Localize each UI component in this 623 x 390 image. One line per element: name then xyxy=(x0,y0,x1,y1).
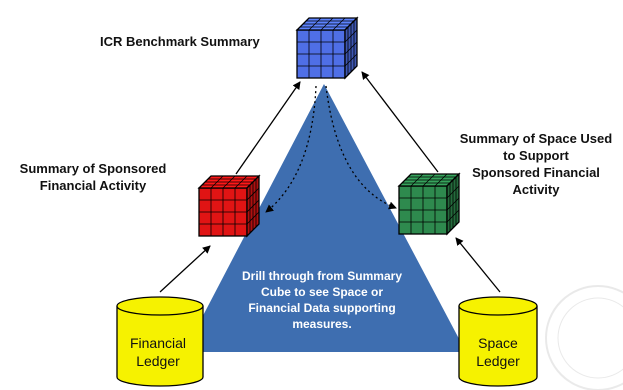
benchmark-summary-text: ICR Benchmark Summary xyxy=(100,34,260,49)
arrow-space-to-spaceused xyxy=(455,237,501,293)
cube-grid-line xyxy=(344,53,358,67)
arrow-spaceused-to-benchmark xyxy=(361,71,439,173)
benchmark-summary-label: ICR Benchmark Summary xyxy=(100,33,300,50)
arrow-financial-to-sponsored xyxy=(159,245,211,293)
space-ledger-line: Ledger xyxy=(476,353,520,369)
cube-grid-line xyxy=(246,199,260,213)
space-used-line: Summary of Space Used xyxy=(459,131,613,146)
arrow-sponsored-to-benchmark xyxy=(235,81,301,175)
cube-grid-line xyxy=(246,211,260,225)
space-ledger-line: Space xyxy=(478,335,518,351)
drill-through-caption: Drill through from Summary Cube to see S… xyxy=(232,268,412,332)
financial-ledger-label: Financial Ledger xyxy=(118,334,198,370)
drill-through-line: measures. xyxy=(292,317,352,331)
space-used-cube xyxy=(397,172,461,236)
drill-through-line: Drill through from Summary xyxy=(241,269,402,283)
drill-curve-left xyxy=(265,85,317,213)
financial-ledger-line: Financial xyxy=(129,335,187,351)
drill-through-triangle xyxy=(184,84,466,352)
space-ledger-cylinder xyxy=(458,296,538,387)
drill-through-line: Financial Data supporting xyxy=(248,301,396,315)
cube-grid-line xyxy=(446,209,460,223)
sponsored-financial-line: Financial Activity xyxy=(39,178,147,193)
cube-grid-line xyxy=(234,175,248,189)
financial-ledger-line: Ledger xyxy=(136,353,180,369)
cube-grid-line xyxy=(332,17,346,31)
cube-grid-line xyxy=(446,197,460,211)
space-used-label: Summary of Space Used to Support Sponsor… xyxy=(452,130,620,198)
drill-through-line: Cube to see Space or xyxy=(260,285,384,299)
space-used-line: to Support xyxy=(503,148,569,163)
cube-grid-line xyxy=(344,41,358,55)
space-used-line: Sponsored Financial xyxy=(472,165,600,180)
cube-grid-line xyxy=(434,173,448,187)
space-ledger-label: Space Ledger xyxy=(462,334,534,370)
sponsored-financial-line: Summary of Sponsored xyxy=(19,161,167,176)
benchmark-summary-cube xyxy=(295,16,359,80)
sponsored-financial-label: Summary of Sponsored Financial Activity xyxy=(8,160,178,194)
sponsored-financial-cube xyxy=(197,174,261,238)
space-used-line: Activity xyxy=(512,182,560,197)
seal-watermark xyxy=(545,285,623,390)
financial-ledger-cylinder xyxy=(116,296,204,387)
